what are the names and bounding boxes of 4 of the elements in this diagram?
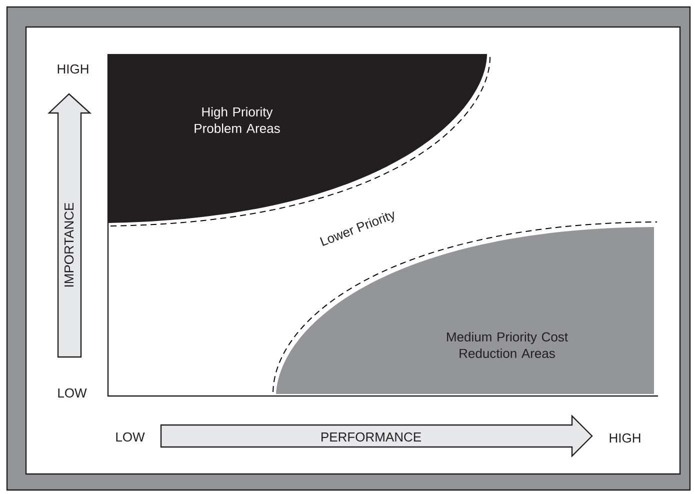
axis-label: LOW	[58, 388, 87, 398]
axis-label: HIGH	[610, 433, 640, 443]
axis-label: HIGH	[58, 64, 88, 74]
axis-label: LOW	[116, 432, 145, 442]
